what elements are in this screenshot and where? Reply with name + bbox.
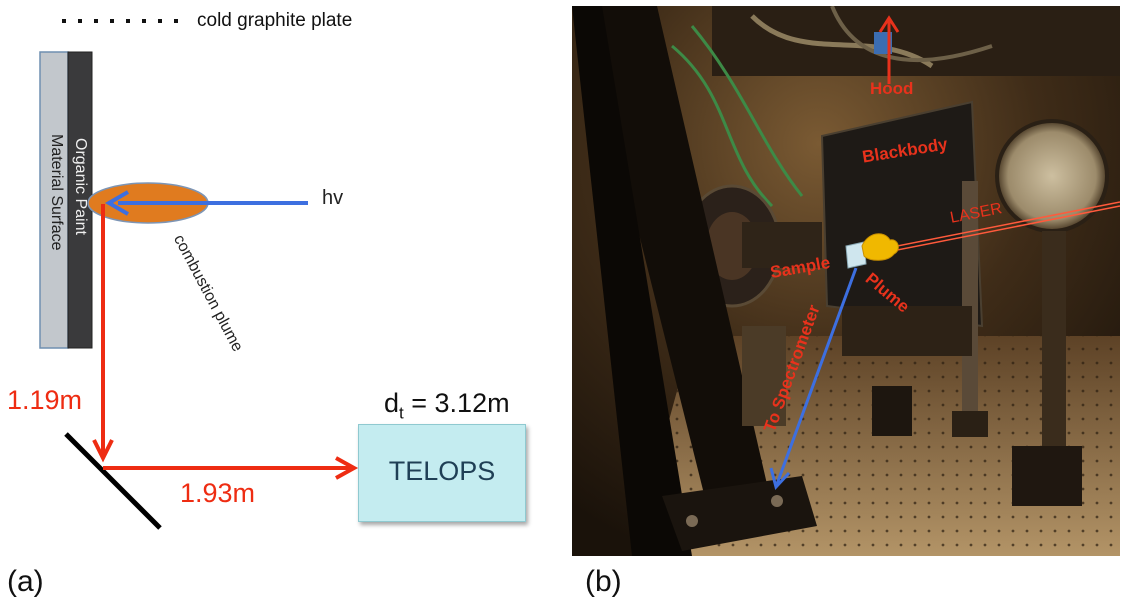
hv-arrow-head [105,190,130,216]
mirror-line [64,432,162,530]
blackbody-unit [820,100,984,328]
panel-b-label: (b) [585,565,622,598]
vertical-distance-label: 1.19m [7,385,83,415]
support-pillar [582,6,772,526]
material-surface-plate [39,51,69,349]
photo-illustration [572,6,1120,556]
legend-label: cold graphite plate [197,10,353,31]
lab-setup-photo: Hood Blackbody LASER Sample Plume To Spe… [572,6,1120,556]
plume-blob [861,233,899,261]
schematic-panel: cold graphite plate Organic Paint Materi… [0,0,560,607]
telops-camera-box: TELOPS [358,424,526,522]
dt-subscript: t [399,403,404,423]
hood-label: Hood [870,79,914,98]
organic-paint-label: Organic Paint [72,138,89,235]
dt-value: = 3.12m [403,388,510,418]
telops-label: TELOPS [388,456,496,486]
detector-distance-label: dt = 3.12m [384,388,510,423]
laser-beam [871,201,1120,252]
dt-symbol: d [384,388,400,418]
schematic-drawing [39,19,359,530]
horizontal-distance-label: 1.93m [180,478,256,508]
lens-housing [995,119,1109,233]
vertical-beam-head [92,439,114,463]
horizontal-beam-head [335,456,359,480]
material-surface-label: Material Surface [48,134,65,251]
panel-a-label: (a) [7,565,44,598]
hv-label: hv [322,187,344,209]
sample-cube [845,241,867,269]
spectrometer-arrow [775,267,858,485]
